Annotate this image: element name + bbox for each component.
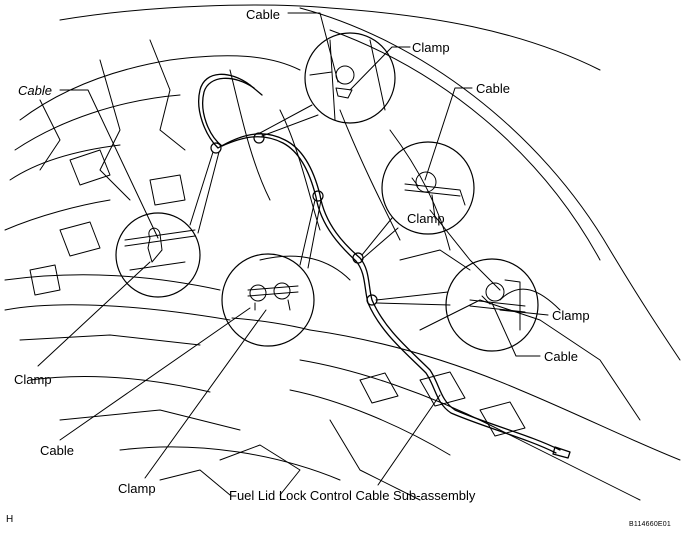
- detail-circle-right-low: [445, 258, 539, 352]
- clamp-markers: [210, 132, 378, 306]
- leader-assembly: [377, 394, 441, 486]
- label-leaders: [37, 12, 549, 486]
- clamp-marker-3: [312, 190, 324, 202]
- clamp-marker-2: [253, 132, 265, 144]
- detail-contents: [124, 39, 526, 331]
- detail-circle-left: [115, 212, 201, 298]
- leader-clamp-bottom: [144, 309, 267, 479]
- label-cable-left: Cable: [18, 83, 52, 98]
- control-cable-route: [198, 73, 571, 459]
- leader-cable-top: [287, 12, 339, 83]
- label-cable-right-low: Cable: [544, 349, 578, 364]
- clamp-marker-4: [352, 252, 364, 264]
- callout-connectors: [189, 104, 451, 306]
- figure-code: B114660E01: [629, 521, 671, 528]
- label-clamp-left-low: Clamp: [14, 372, 52, 387]
- leader-clamp-right-mid: [431, 194, 436, 219]
- clamp-marker-1: [210, 142, 222, 154]
- leader-cable-upper-right: [424, 87, 473, 181]
- label-cable-upper-right: Cable: [476, 81, 510, 96]
- detail-callouts: [115, 32, 539, 352]
- label-corner-h: H: [6, 514, 14, 525]
- label-cable-bottom-left: Cable: [40, 443, 74, 458]
- leader-cable-right-low: [491, 302, 541, 357]
- detail-circle-center: [221, 253, 315, 347]
- vehicle-body-outline: [4, 4, 681, 501]
- label-clamp-top: Clamp: [412, 40, 450, 55]
- label-clamp-right-mid: Clamp: [407, 211, 445, 226]
- leader-clamp-top: [349, 46, 411, 91]
- label-clamp-right-low: Clamp: [552, 308, 590, 323]
- label-assembly: Fuel Lid Lock Control Cable Sub-assembly: [229, 488, 476, 503]
- leader-cable-bottom-left: [59, 307, 251, 441]
- label-cable-top: Cable: [246, 7, 280, 22]
- detail-circle-right-mid: [381, 141, 475, 235]
- leader-clamp-left-low: [37, 261, 151, 367]
- leader-clamp-right-low: [499, 309, 549, 316]
- label-clamp-bottom: Clamp: [118, 481, 156, 496]
- detail-circle-top: [304, 32, 396, 124]
- leader-cable-left: [59, 89, 159, 239]
